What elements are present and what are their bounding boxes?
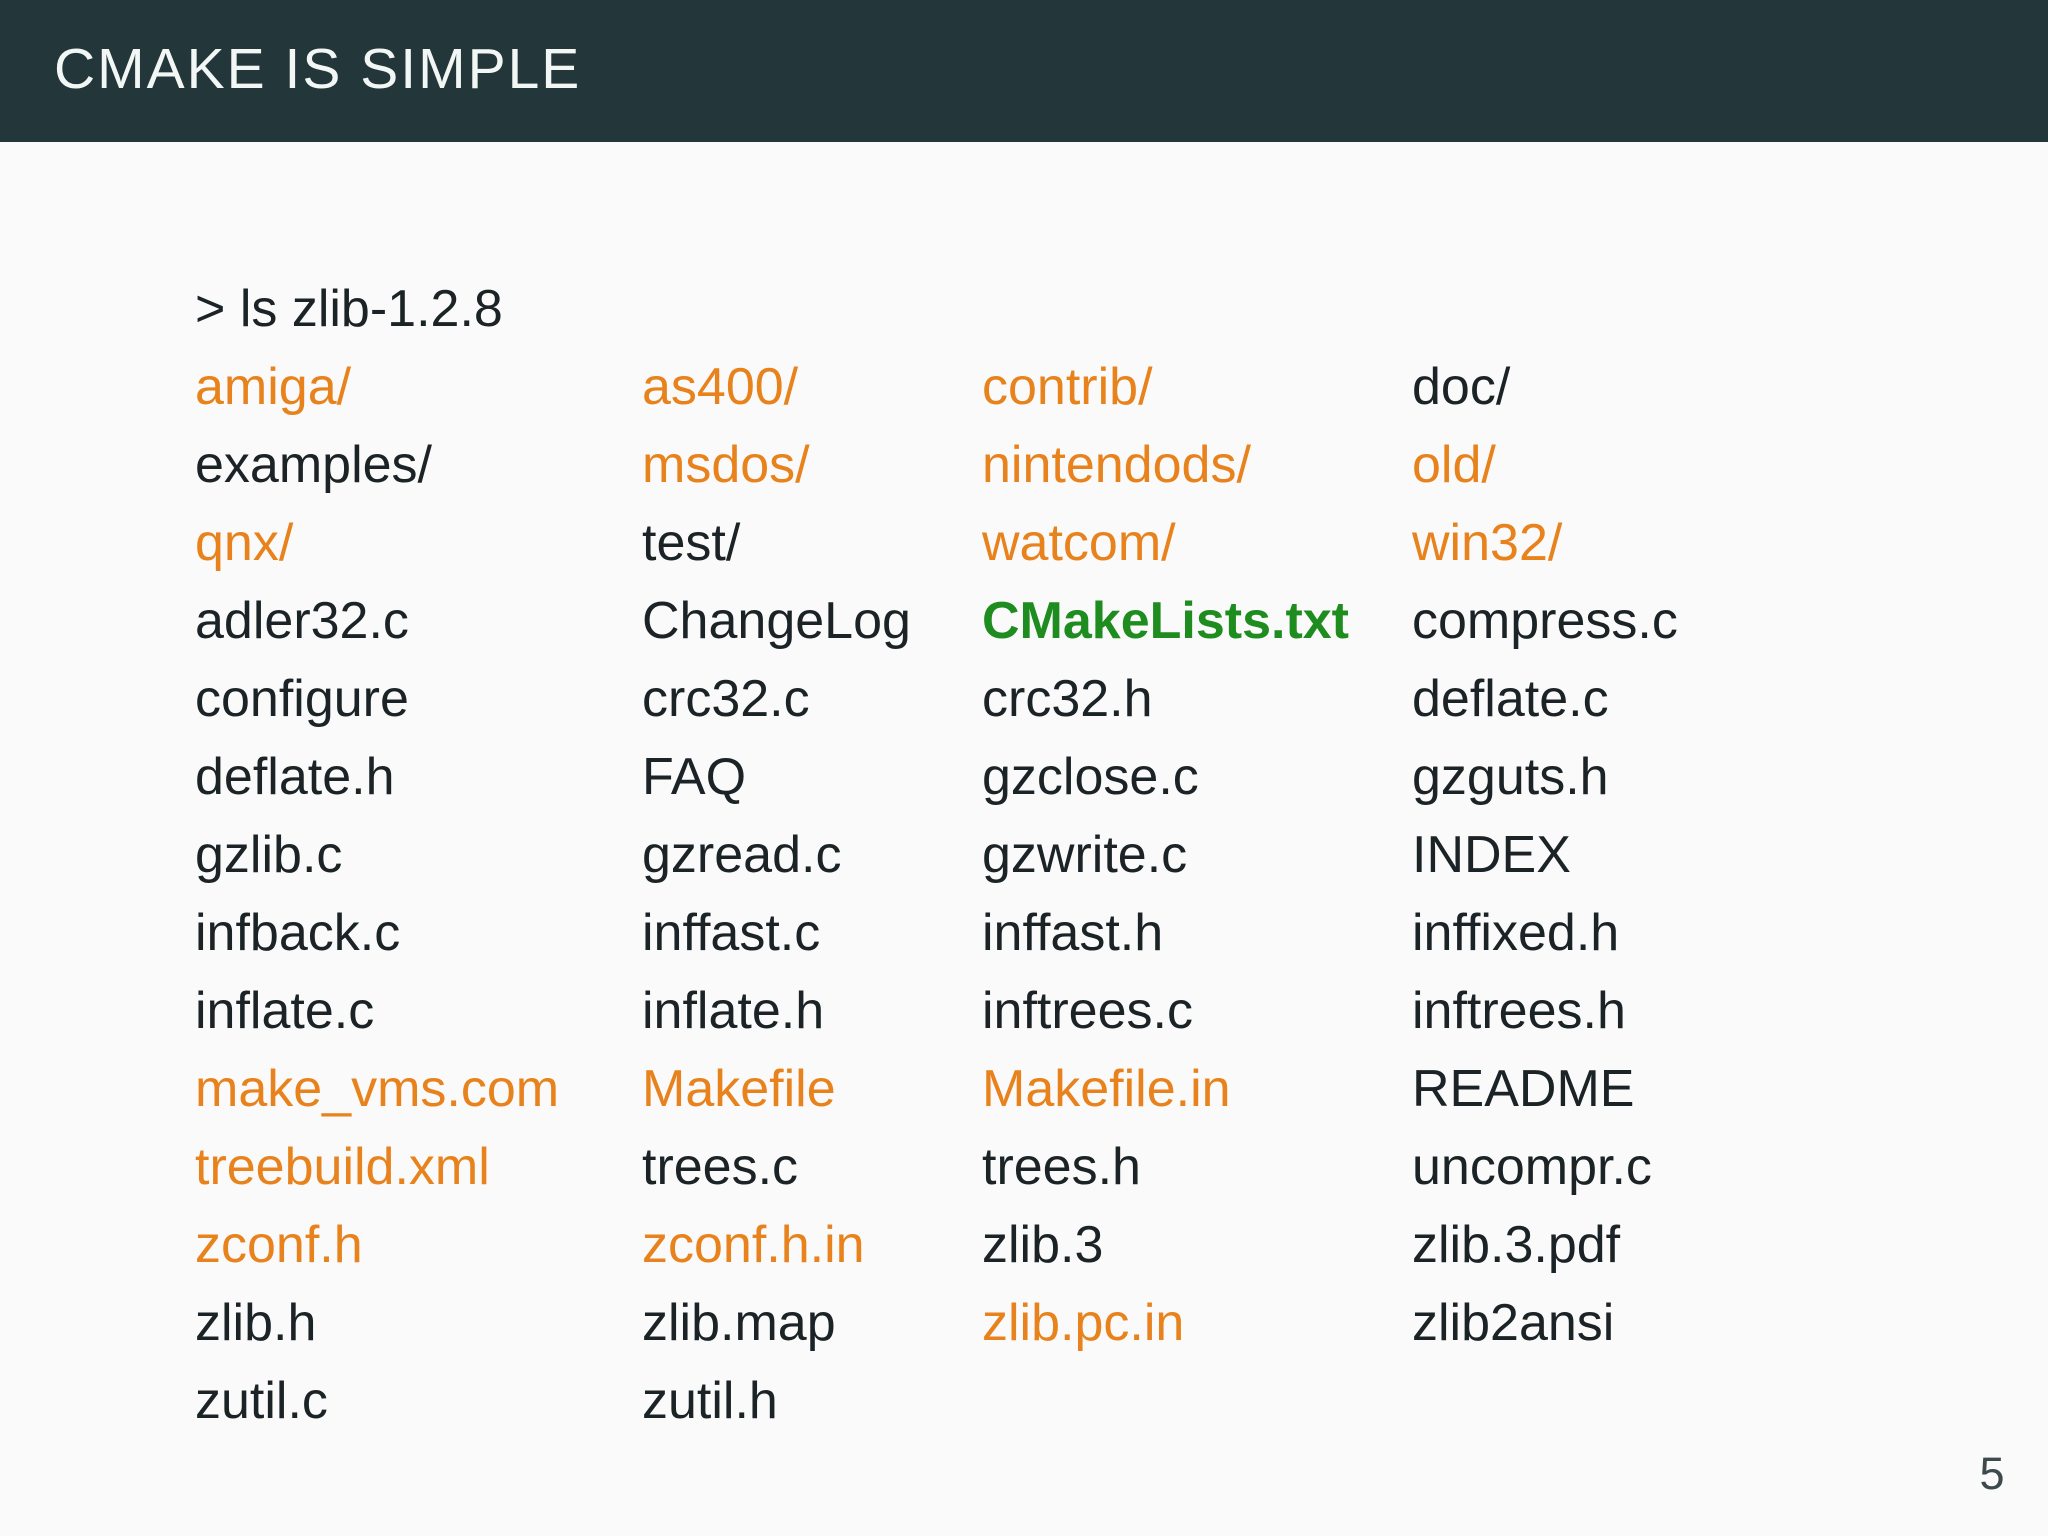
file-entry: deflate.c: [1412, 670, 1609, 728]
file-row: zlib.h zlib.map zlib.pc.in zlib2ansi: [195, 1284, 1915, 1362]
file-entry: gzclose.c: [982, 748, 1199, 806]
file-entry: crc32.h: [982, 670, 1153, 728]
file-row: gzlib.c gzread.c gzwrite.c INDEX: [195, 816, 1915, 894]
file-entry: FAQ: [642, 748, 747, 806]
file-entry: uncompr.c: [1412, 1138, 1652, 1196]
file-entry: inffast.c: [642, 904, 821, 962]
file-entry: zutil.h: [642, 1372, 778, 1430]
file-entry: amiga/: [195, 358, 352, 416]
file-entry: Makefile: [642, 1060, 836, 1118]
file-entry: README: [1412, 1060, 1635, 1118]
file-entry: ChangeLog: [642, 592, 911, 650]
file-row: deflate.h FAQ gzclose.c gzguts.h: [195, 738, 1915, 816]
file-row: zutil.c zutil.h: [195, 1362, 1915, 1440]
file-entry: nintendods/: [982, 436, 1251, 494]
file-row: infback.c inffast.c inffast.h inffixed.h: [195, 894, 1915, 972]
file-entry: inffixed.h: [1412, 904, 1620, 962]
file-listing: > ls zlib-1.2.8 amiga/as400/contrib/doc/…: [195, 270, 1915, 1440]
file-entry: inftrees.c: [982, 982, 1193, 1040]
file-entry: zlib.pc.in: [982, 1294, 1185, 1352]
file-entry: zconf.h.in: [642, 1216, 865, 1274]
file-entry: zlib.3.pdf: [1412, 1216, 1621, 1274]
file-entry: trees.h: [982, 1138, 1141, 1196]
file-entry: gzread.c: [642, 826, 842, 884]
file-row: examples/msdos/nintendods/old/: [195, 426, 1915, 504]
slide-header: CMAKE IS SIMPLE: [0, 0, 2048, 142]
file-entry: trees.c: [642, 1138, 799, 1196]
file-entry: configure: [195, 670, 409, 728]
file-entry: zlib.3: [982, 1216, 1104, 1274]
file-entry: zconf.h: [195, 1216, 363, 1274]
terminal-command: > ls zlib-1.2.8: [195, 280, 503, 338]
file-entry: inffast.h: [982, 904, 1164, 962]
file-entry: zlib2ansi: [1412, 1294, 1615, 1352]
file-grid: amiga/as400/contrib/doc/examples/msdos/n…: [195, 348, 1915, 1440]
file-entry: INDEX: [1412, 826, 1571, 884]
file-entry: zlib.map: [642, 1294, 836, 1352]
file-entry: CMakeLists.txt: [982, 592, 1349, 650]
page-number: 5: [1979, 1448, 2005, 1499]
file-entry: deflate.h: [195, 748, 395, 806]
file-entry: watcom/: [982, 514, 1176, 572]
file-entry: Makefile.in: [982, 1060, 1231, 1118]
file-entry: compress.c: [1412, 592, 1678, 650]
file-entry: inflate.h: [642, 982, 825, 1040]
file-row: make_vms.com Makefile Makefile.in README: [195, 1050, 1915, 1128]
file-row: treebuild.xml trees.c trees.h uncompr.c: [195, 1128, 1915, 1206]
file-entry: contrib/: [982, 358, 1153, 416]
file-entry: gzlib.c: [195, 826, 343, 884]
file-entry: crc32.c: [642, 670, 810, 728]
slide-title: CMAKE IS SIMPLE: [54, 37, 582, 101]
file-entry: inflate.c: [195, 982, 375, 1040]
file-entry: old/: [1412, 436, 1496, 494]
file-row: adler32.c ChangeLog CMakeLists.txt compress…: [195, 582, 1915, 660]
file-entry: inftrees.h: [1412, 982, 1626, 1040]
file-row: qnx/test/watcom/win32/: [195, 504, 1915, 582]
file-entry: examples/: [195, 436, 432, 494]
file-entry: infback.c: [195, 904, 401, 962]
file-row: inflate.c inflate.h inftrees.c inftrees.h: [195, 972, 1915, 1050]
file-entry: msdos/: [642, 436, 810, 494]
file-entry: test/: [642, 514, 741, 572]
file-row: zconf.h zconf.h.in zlib.3 zlib.3.pdf: [195, 1206, 1915, 1284]
file-entry: doc/: [1412, 358, 1511, 416]
file-entry: treebuild.xml: [195, 1138, 490, 1196]
file-entry: zutil.c: [195, 1372, 328, 1430]
file-entry: adler32.c: [195, 592, 409, 650]
file-row: configure crc32.c crc32.h deflate.c: [195, 660, 1915, 738]
file-entry: gzwrite.c: [982, 826, 1188, 884]
file-entry: win32/: [1412, 514, 1563, 572]
file-entry: zlib.h: [195, 1294, 317, 1352]
file-row: amiga/as400/contrib/doc/: [195, 348, 1915, 426]
file-entry: as400/: [642, 358, 799, 416]
file-entry: make_vms.com: [195, 1060, 560, 1118]
file-entry: gzguts.h: [1412, 748, 1609, 806]
file-entry: qnx/: [195, 514, 294, 572]
